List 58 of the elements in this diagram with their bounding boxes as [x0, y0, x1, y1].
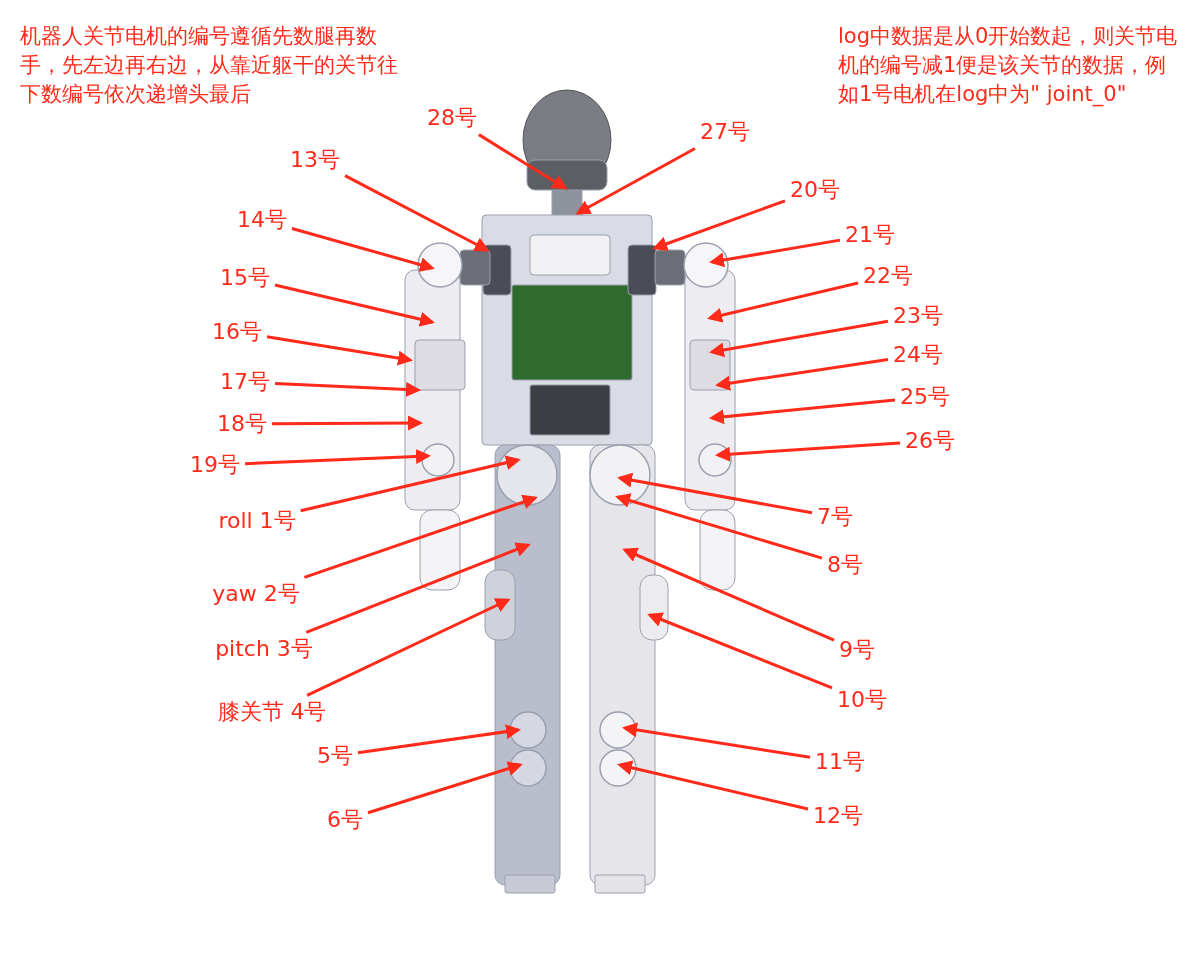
joint-number-label: 膝关节 4号	[215, 698, 329, 726]
leader-arrow	[615, 493, 823, 560]
joint-number-label: 26号	[903, 427, 957, 455]
note-text: 机器人关节电机的编号遵循先数腿再数手，先左边再右边，从靠近躯干的关节往下数编号依次递增头最后	[20, 23, 399, 108]
leader-arrow	[617, 472, 813, 515]
leader-arrow	[344, 174, 490, 252]
joint-number-label: 12号	[811, 802, 865, 830]
leader-arrow	[709, 319, 889, 358]
joint-number-label: 6号	[325, 806, 365, 834]
leader-arrow	[622, 722, 811, 759]
leader-arrow	[303, 494, 538, 579]
joint-number-label: 5号	[315, 742, 355, 770]
leader-arrow	[272, 415, 423, 431]
leader-arrow	[715, 441, 901, 462]
joint-number-label: 14号	[235, 206, 289, 234]
leader-arrow	[274, 283, 435, 327]
leader-arrow	[652, 199, 786, 251]
joint-number-label: 21号	[843, 221, 897, 249]
leader-arrow	[367, 761, 523, 815]
joint-number-label: 19号	[188, 451, 242, 479]
leader-arrow	[274, 381, 421, 397]
joint-number-label: 15号	[218, 264, 272, 292]
note-text: log中数据是从0开始数起，则关节电机的编号减1便是该关节的数据，例如1号电机在log中为" joint_0"	[838, 23, 1179, 109]
joint-number-label: 9号	[837, 636, 877, 664]
joint-number-label: 13号	[288, 146, 342, 174]
leader-arrow	[300, 455, 521, 513]
joint-number-label: roll 1号	[216, 507, 298, 535]
joint-number-label: 11号	[813, 748, 867, 776]
joint-number-label: 7号	[815, 503, 855, 531]
joint-number-label: pitch 3号	[213, 635, 315, 663]
leader-arrow	[709, 398, 896, 425]
leader-arrow	[291, 227, 435, 272]
joint-number-label: 23号	[891, 302, 945, 330]
leader-arrow	[305, 542, 531, 634]
joint-number-label: 10号	[835, 686, 889, 714]
joint-number-label: 16号	[210, 318, 264, 346]
leader-arrow	[575, 147, 696, 215]
joint-number-label: 24号	[891, 341, 945, 369]
leader-arrow	[647, 612, 833, 690]
leader-arrow	[266, 335, 413, 366]
joint-number-label: 28号	[425, 104, 479, 132]
joint-number-label: 27号	[698, 118, 752, 146]
leader-arrow	[306, 598, 511, 697]
joint-number-label: 22号	[861, 262, 915, 290]
leader-arrow	[709, 238, 841, 268]
leader-arrow	[357, 724, 521, 755]
joint-number-label: 17号	[218, 368, 272, 396]
joint-number-label: 8号	[825, 551, 865, 579]
joint-number-label: 20号	[788, 176, 842, 204]
leader-arrow	[617, 760, 809, 811]
joint-number-label: 18号	[215, 410, 269, 438]
leader-arrow	[244, 449, 431, 466]
joint-number-label: 25号	[898, 383, 952, 411]
leader-arrow	[622, 547, 835, 642]
joint-number-label: yaw 2号	[210, 580, 302, 608]
leader-arrow	[715, 358, 889, 391]
leader-arrow	[478, 133, 568, 190]
leader-arrow	[707, 281, 859, 323]
